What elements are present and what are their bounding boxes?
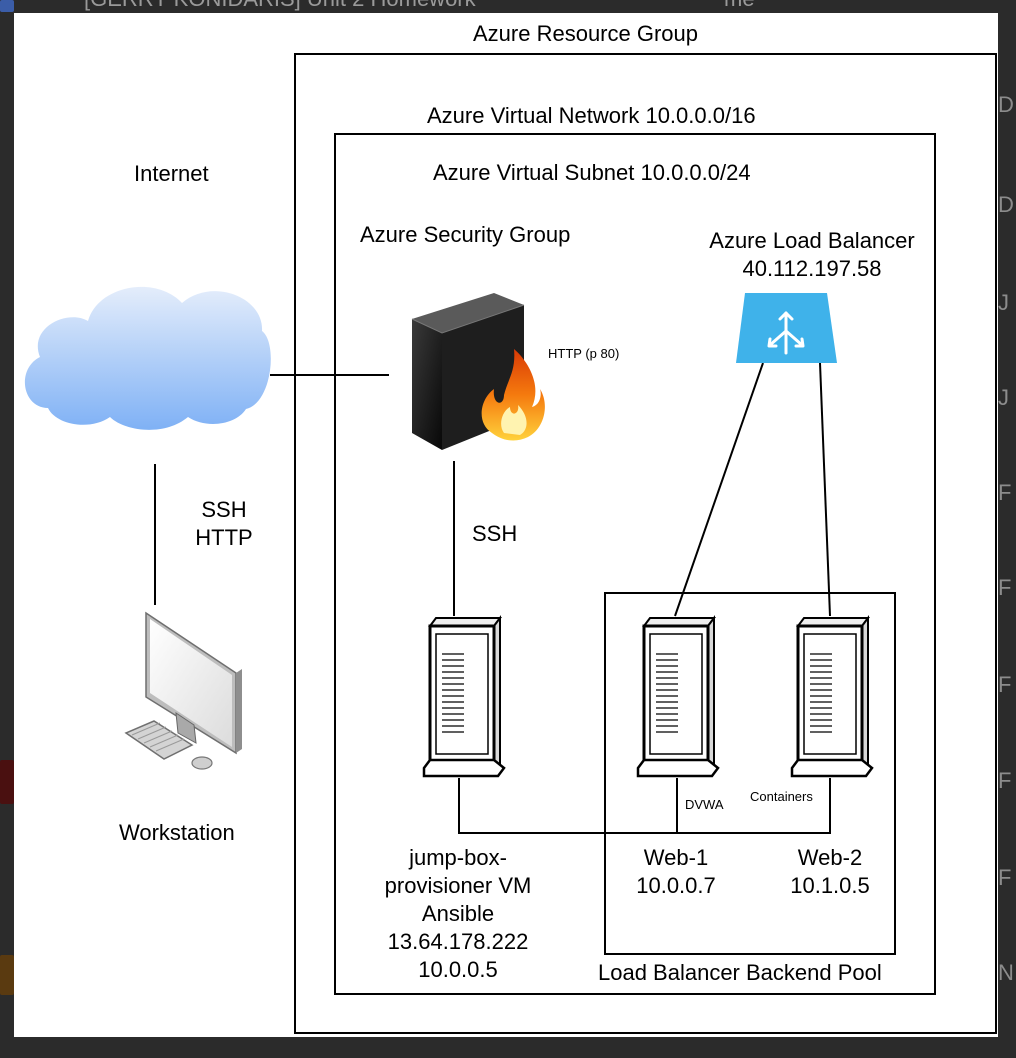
security-group-label: Azure Security Group — [360, 222, 571, 247]
virtual-network-box — [334, 133, 936, 995]
http-label: HTTP — [195, 525, 253, 550]
load-balancer-icon — [736, 293, 837, 363]
load-balancer-name: Azure Load Balancer — [709, 228, 915, 253]
dvwa-label: DVWA — [685, 797, 724, 812]
background-letter: J — [998, 385, 1009, 410]
web2-name: Web-2 — [797, 845, 863, 870]
lb-to-web1-line — [674, 362, 764, 617]
jump-box-line: 13.64.178.222 — [387, 929, 529, 954]
virtual-network-label: Azure Virtual Network 10.0.0.0/16 — [427, 103, 756, 128]
background-letter: F — [998, 480, 1012, 505]
jump-box-line: jump-box- — [409, 845, 507, 870]
background-letter: F — [998, 768, 1012, 793]
web1-ip: 10.0.0.7 — [636, 873, 716, 898]
backend-pool-label: Load Balancer Backend Pool — [598, 960, 882, 985]
background-letter: D — [998, 92, 1014, 117]
jump-box-server-icon — [422, 616, 506, 778]
network-diagram: Azure Resource Group Azure Virtual Netwo… — [14, 13, 998, 1037]
load-balancer-ip: 40.112.197.58 — [742, 256, 882, 281]
background-letter: F — [998, 575, 1012, 600]
internet-label: Internet — [134, 161, 209, 186]
jump-box-line: provisioner VM — [384, 873, 532, 898]
jump-box-label: jump-box- provisioner VM Ansible 13.64.1… — [358, 844, 558, 984]
firewall-icon — [411, 293, 545, 450]
ssh-label: SSH — [201, 497, 247, 522]
web2-label: Web-2 10.1.0.5 — [770, 844, 890, 900]
load-balancer-label: Azure Load Balancer 40.112.197.58 — [686, 227, 938, 283]
background-letter: D — [998, 192, 1014, 217]
background-letter: J — [998, 290, 1009, 315]
web1-server-icon — [636, 616, 720, 778]
doc-icon — [0, 0, 14, 12]
diagram-canvas — [24, 53, 997, 1034]
workstation-link-labels: SSH HTTP — [184, 496, 264, 552]
web2-server-icon — [790, 616, 874, 778]
resource-group-box — [294, 53, 997, 1034]
http-port-label: HTTP (p 80) — [548, 346, 620, 361]
background-page-title: [GERRY KONIDARIS] Unit 2 Homework — [84, 0, 476, 12]
web1-name: Web-1 — [643, 845, 709, 870]
lb-to-web2-line — [819, 362, 831, 617]
backend-pool-box — [604, 592, 896, 955]
cloud-icon — [24, 286, 271, 430]
virtual-subnet-label: Azure Virtual Subnet 10.0.0.0/24 — [433, 160, 751, 185]
internal-network-line — [458, 778, 831, 834]
background-letter: N — [998, 960, 1014, 985]
workstation-icon — [124, 611, 242, 770]
web1-label: Web-1 10.0.0.7 — [616, 844, 736, 900]
containers-label: Containers — [750, 789, 813, 804]
jump-ssh-label: SSH — [472, 521, 518, 546]
background-thumbnail — [0, 760, 14, 804]
web2-ip: 10.1.0.5 — [790, 873, 870, 898]
background-letter: F — [998, 672, 1012, 697]
resource-group-label: Azure Resource Group — [473, 21, 698, 46]
workstation-label: Workstation — [119, 820, 235, 845]
background-thumbnail — [0, 955, 14, 995]
jump-box-line: Ansible — [421, 901, 495, 926]
background-letter: F — [998, 865, 1012, 890]
jump-box-line: 10.0.0.5 — [418, 957, 498, 982]
background-user-label: me — [724, 0, 755, 12]
